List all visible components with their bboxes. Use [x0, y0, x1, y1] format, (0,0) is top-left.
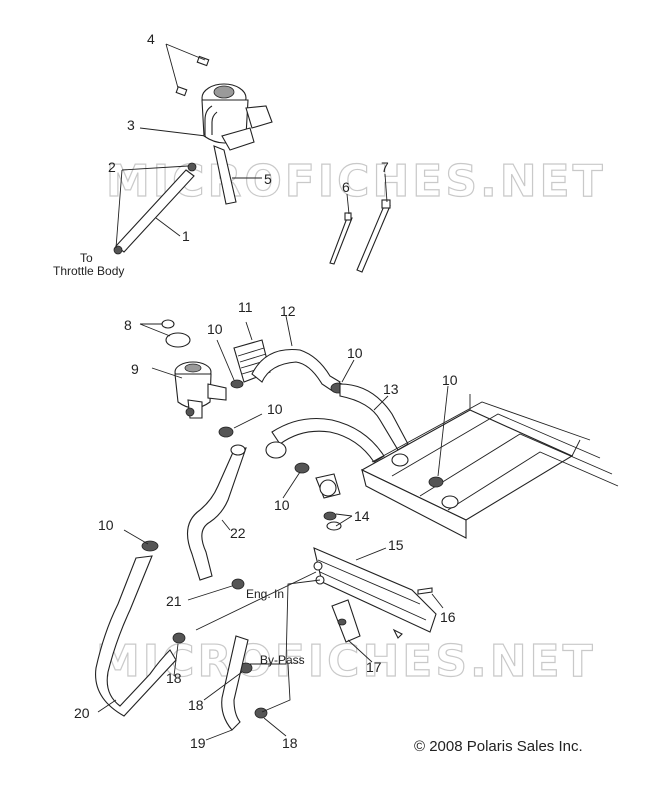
hose-22: [186, 447, 247, 581]
callout-7: 7: [381, 159, 389, 175]
callout-10-a: 10: [207, 321, 223, 337]
callout-15: 15: [388, 537, 404, 553]
callout-18-b: 18: [188, 697, 204, 713]
callout-18-a: 18: [166, 670, 182, 686]
frame-rail: [360, 394, 619, 539]
hose-13-a: [339, 383, 409, 451]
callout-16: 16: [440, 609, 456, 625]
callout-5: 5: [264, 171, 272, 187]
callout-12: 12: [280, 303, 296, 319]
callout-10-e: 10: [274, 497, 290, 513]
clamp-21: [231, 578, 245, 590]
clamp-10-d: [428, 476, 444, 488]
callout-6: 6: [342, 179, 350, 195]
callout-21: 21: [166, 593, 182, 609]
callout-20: 20: [74, 705, 90, 721]
callout-14: 14: [354, 508, 370, 524]
callout-2: 2: [108, 159, 116, 175]
screw-16: [417, 587, 433, 595]
housing-14: [315, 473, 342, 531]
hose-5: [213, 145, 237, 205]
part-7: [356, 205, 391, 273]
callout-4: 4: [147, 31, 155, 47]
clamp-2-upper: [187, 162, 197, 172]
clamp-10-f: [141, 540, 159, 552]
clamp-10-e: [218, 426, 234, 438]
note-throttle-body: Throttle Body: [53, 264, 124, 278]
callout-10-f: 10: [98, 517, 114, 533]
callout-11: 11: [238, 299, 253, 315]
callout-10-d: 10: [267, 401, 283, 417]
reservoir-9: [174, 361, 227, 419]
callout-19: 19: [190, 735, 206, 751]
hose-20: [95, 555, 177, 717]
part-6: [329, 217, 353, 265]
callout-17: 17: [366, 659, 382, 675]
hose-3: [204, 105, 213, 135]
cap-8: [161, 319, 191, 348]
note-eng-in: Eng. In: [246, 587, 284, 601]
bracket-15: [313, 547, 437, 633]
callout-10-b: 10: [347, 345, 363, 361]
callout-9: 9: [131, 361, 139, 377]
callout-10-c: 10: [442, 372, 458, 388]
note-to: To: [80, 251, 93, 265]
clamp-10-a: [230, 379, 244, 389]
hose-1: [115, 169, 195, 253]
hose-13-b: [271, 417, 385, 463]
reservoir-assembly: [175, 55, 273, 151]
clamp-2-lower: [113, 245, 123, 255]
callout-8: 8: [124, 317, 132, 333]
note-by-pass: By-Pass: [260, 653, 305, 667]
clamp-18-a: [172, 632, 186, 644]
clamp-10-c: [294, 462, 310, 474]
callout-18-c: 18: [282, 735, 298, 751]
callout-1: 1: [182, 228, 190, 244]
callout-13: 13: [383, 381, 399, 397]
callout-22: 22: [230, 525, 246, 541]
clamp-18-c: [254, 707, 268, 719]
copyright-text: © 2008 Polaris Sales Inc.: [414, 738, 583, 755]
callout-3: 3: [127, 117, 135, 133]
hose-19: [221, 635, 249, 731]
